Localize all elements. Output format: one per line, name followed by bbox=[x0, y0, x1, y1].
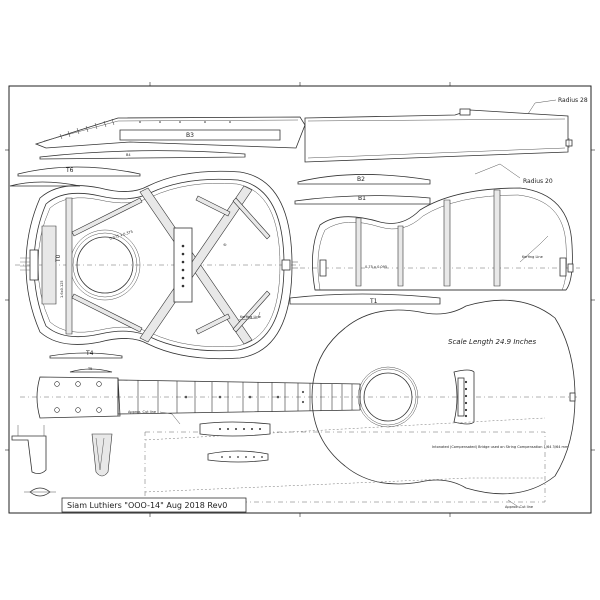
label-b2: B2 bbox=[357, 176, 365, 183]
label-kerfing-top: Kerfing Line bbox=[240, 315, 261, 319]
label-dim-top-brace: 0.375 x 0.375 bbox=[109, 230, 133, 241]
label-tiny-note: Intonated (Compensated) Bridge used on S… bbox=[432, 445, 569, 449]
title-text: Siam Luthiers "OOO-14" Aug 2018 Rev0 bbox=[67, 501, 227, 510]
frets bbox=[137, 380, 353, 414]
brace-t5 bbox=[9, 181, 81, 187]
tuner-posts bbox=[54, 381, 102, 413]
label-radius-28: Radius 28 bbox=[558, 97, 588, 104]
body-top-view: Scale Length 24.9 Inches Intonated (Comp… bbox=[20, 299, 580, 509]
label-radius-20: Radius 20 bbox=[523, 178, 553, 185]
brace-t1: T1 bbox=[289, 293, 441, 305]
body-side-profile: Radius 28 Radius 20 bbox=[304, 97, 588, 185]
label-scale-length: Scale Length 24.9 Inches bbox=[448, 338, 536, 346]
neck-top-view bbox=[36, 376, 361, 419]
back-bracing-view: 0.75 x 0.095 Kerfing Line bbox=[300, 187, 580, 291]
end-pin-top bbox=[565, 138, 573, 148]
brace-t6: T6 bbox=[17, 166, 141, 177]
end-pin-back bbox=[567, 263, 574, 273]
heel-details bbox=[11, 425, 113, 497]
label-b3: B3 bbox=[186, 132, 194, 139]
brace-t5-lower: T5 bbox=[69, 367, 113, 373]
label-t5: T5 bbox=[87, 367, 92, 371]
neck-side-profile bbox=[34, 116, 306, 149]
top-bracing-view: T0 0.375 x 0.375 1.6x0.125 B Kerfing Lin… bbox=[15, 170, 300, 360]
brace-b3: B3 bbox=[119, 129, 281, 141]
brace-b2: B2 bbox=[297, 174, 431, 185]
label-dim-side-brace: 1.6x0.125 bbox=[60, 280, 64, 298]
label-t1: T1 bbox=[369, 298, 378, 305]
brace-b4: B4 bbox=[39, 150, 246, 160]
border-ticks bbox=[5, 82, 595, 517]
label-cut-line-left: Approx. Cut line bbox=[128, 410, 156, 414]
label-dim-tone: B bbox=[223, 243, 227, 247]
label-cut-line-right: Approx. Cut line bbox=[505, 505, 533, 509]
label-t4: T4 bbox=[85, 350, 94, 357]
label-dim-back-brace: 0.75 x 0.095 bbox=[365, 265, 387, 269]
title-block: Siam Luthiers "OOO-14" Aug 2018 Rev0 bbox=[61, 497, 247, 513]
label-t0: T0 bbox=[55, 254, 62, 263]
title-box bbox=[61, 497, 247, 513]
bridge-detail: Approx. Cut line bbox=[128, 410, 271, 463]
label-b1: B1 bbox=[358, 195, 366, 202]
fret-markers bbox=[184, 390, 305, 404]
brace-t4: T4 bbox=[49, 350, 123, 359]
label-t6: T6 bbox=[65, 167, 74, 174]
label-kerfing-back: Kerfing Line bbox=[522, 255, 543, 259]
label-b4: B4 bbox=[126, 153, 131, 157]
brace-b1: B1 bbox=[294, 195, 431, 205]
